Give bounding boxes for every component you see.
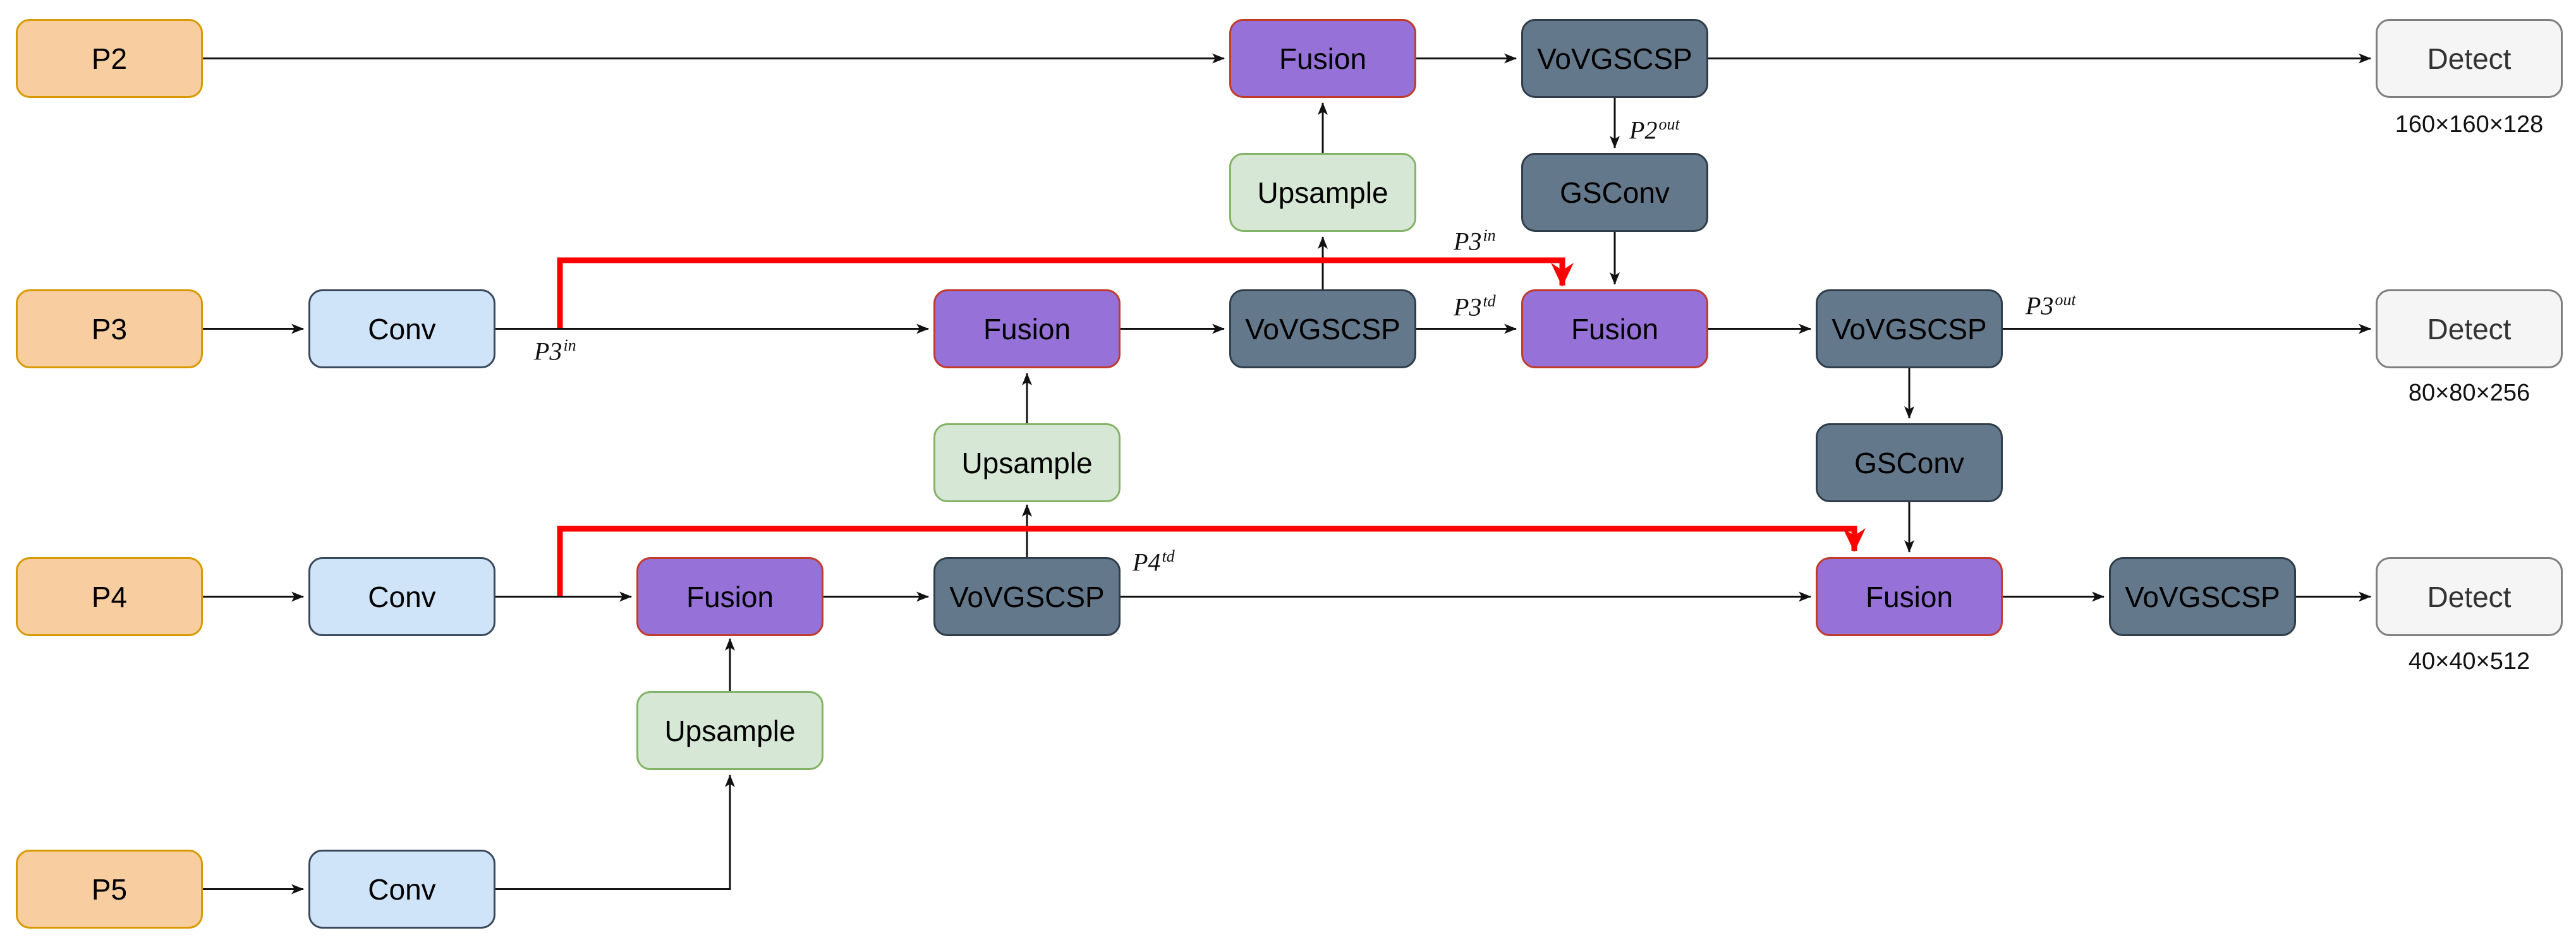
edge-label-sup: out xyxy=(1658,115,1680,133)
node-vov-p3-right: VoVGSCSP xyxy=(1816,289,2003,368)
node-detect-p4: Detect xyxy=(2376,557,2563,636)
node-detect-p3: Detect xyxy=(2376,289,2563,368)
node-conv-p5: Conv xyxy=(308,850,495,929)
node-upsample-p2: Upsample xyxy=(1229,153,1416,232)
node-upsample-p3: Upsample xyxy=(933,423,1121,502)
node-gsconv-p3: GSConv xyxy=(1816,423,2003,502)
node-conv-p3: Conv xyxy=(308,289,495,368)
edge-label-sup: td xyxy=(1162,547,1175,565)
edge-label-p3-td: P3td xyxy=(1454,292,1496,322)
edge-label-base: P4 xyxy=(1133,548,1161,577)
skip-edge-p4in xyxy=(557,526,1866,596)
edge-label-p4-td: P4td xyxy=(1133,547,1175,577)
node-fusion-p3-right: Fusion xyxy=(1521,289,1708,368)
edge-label-base: P3 xyxy=(1454,227,1482,256)
edge-label-p3-out: P3out xyxy=(2026,291,2076,320)
edge-label-sup: out xyxy=(2055,291,2076,309)
node-fusion-p3-left: Fusion xyxy=(933,289,1121,368)
edge-label-sup: in xyxy=(563,336,576,354)
edge-label-p2-out: P2out xyxy=(1629,115,1680,145)
node-gsconv-p2: GSConv xyxy=(1521,153,1708,232)
detect-dim-p2: 160×160×128 xyxy=(2395,111,2544,138)
node-vov-p4: VoVGSCSP xyxy=(933,557,1121,636)
node-p4: P4 xyxy=(16,557,203,636)
detect-dim-p4: 40×40×512 xyxy=(2408,648,2530,675)
edge-label-base: P3 xyxy=(534,337,562,366)
edge-label-sup: in xyxy=(1483,226,1496,244)
node-p5: P5 xyxy=(16,850,203,929)
node-fusion-p4-right: Fusion xyxy=(1816,557,2003,636)
edge-label-base: P3 xyxy=(1454,292,1482,322)
edge-label-p3-in-left: P3in xyxy=(534,336,576,366)
node-upsample-p4: Upsample xyxy=(636,691,823,770)
node-conv-p4: Conv xyxy=(308,557,495,636)
edge-label-base: P2 xyxy=(1629,116,1658,145)
node-p2: P2 xyxy=(16,19,203,98)
node-detect-p2: Detect xyxy=(2376,19,2563,98)
node-vov-p3-left: VoVGSCSP xyxy=(1229,289,1416,368)
node-fusion-p4-left: Fusion xyxy=(636,557,823,636)
edge-label-p3-in-right: P3in xyxy=(1454,226,1496,256)
detect-dim-p3: 80×80×256 xyxy=(2408,380,2530,406)
edge-conv-p5-to-upsample-p4 xyxy=(495,774,735,890)
edge-label-base: P3 xyxy=(2026,291,2054,320)
node-fusion-p2: Fusion xyxy=(1229,19,1416,98)
node-p3: P3 xyxy=(16,289,203,368)
node-vov-p4-right: VoVGSCSP xyxy=(2109,557,2296,636)
node-vov-p2: VoVGSCSP xyxy=(1521,19,1708,98)
edge-label-sup: td xyxy=(1483,292,1496,310)
skip-edge-p3in xyxy=(557,257,1574,328)
